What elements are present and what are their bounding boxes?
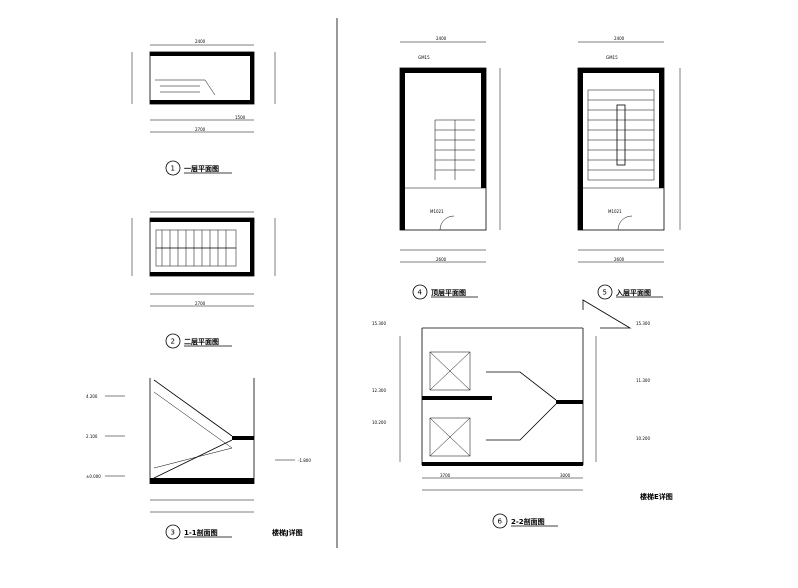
plan-1-dim-right-text: 1500	[235, 115, 246, 120]
section-3-level-b-text: 2.100	[86, 434, 98, 439]
section-3-handrail-upper	[153, 391, 233, 449]
section-6-window-cross	[429, 417, 471, 457]
section-3-ground-slab	[150, 478, 254, 484]
section-3-drawing: 4.200 2.100 ±0.000 -1.800 3 1-1剖面图 楼梯J详图	[86, 378, 311, 540]
plan-1-wall-top	[150, 52, 254, 56]
plan-5-wall-left	[578, 68, 583, 230]
plan-5-gm-label: GM15	[606, 55, 618, 60]
plan-1-drawing: 2400 2700 1500 1 一层平面图	[131, 39, 276, 176]
section-3-level-c-text: ±0.000	[86, 474, 101, 479]
section-3-view-title: 1-1剖面图	[184, 528, 218, 537]
section-6-view-title: 2-2剖面图	[511, 517, 545, 526]
plan-4-dim-bottom-text: 2600	[436, 257, 447, 262]
section-3-handrail-lower	[153, 447, 233, 469]
plan-5-wall-top	[578, 68, 664, 73]
plan-5-dim-top-text: 2400	[614, 36, 625, 41]
section-3-flight-lower	[153, 439, 233, 479]
section-6-ground-slab	[422, 462, 583, 466]
plan-5-stair-area	[587, 89, 655, 181]
section-6-level-d-text: 15.300	[636, 321, 650, 326]
plan-2-dim-bottom-text: 2700	[195, 301, 206, 306]
section-6-drawing: 15.300 12.300 10.200 15.300 11.300 10.20…	[372, 299, 673, 529]
plan-1-dim-top-text: 2400	[195, 39, 206, 44]
plan-5-well	[616, 104, 626, 166]
section-3-level-d-text: -1.800	[298, 458, 311, 463]
section-3-landing	[232, 436, 254, 440]
plan-1-view-number: 1	[171, 165, 175, 173]
plan-2-view-number: 2	[171, 338, 175, 346]
plan-1-wall-right	[250, 52, 254, 104]
plan-5-door-label: M1021	[608, 209, 622, 214]
section-6-level-f-text: 10.200	[636, 436, 650, 441]
section-3-level-a-text: 4.200	[86, 394, 98, 399]
plan-1-outline	[149, 51, 255, 105]
section-3-drawing-note: 楼梯J详图	[272, 528, 303, 537]
section-6-window-cross	[429, 351, 471, 391]
plan-5-wall-right	[659, 68, 664, 188]
section-6-drawing-note: 楼梯E详图	[640, 492, 673, 501]
section-6-parapet	[582, 299, 632, 329]
section-6-flight-upper	[486, 371, 557, 401]
plan-2-wall-right	[250, 218, 254, 276]
section-6-dim-a-text: 3700	[440, 473, 451, 478]
plan-4-door-label: M1021	[430, 209, 444, 214]
section-6-flight-lower	[486, 403, 557, 441]
plan-4-outline	[399, 67, 487, 231]
plan-5-dim-bottom-text: 2600	[614, 257, 625, 262]
section-6-window-lower	[429, 417, 471, 457]
plan-2-wall-top	[150, 218, 254, 222]
plan-5-view-number: 5	[603, 289, 607, 297]
plan-4-door-swing	[439, 215, 455, 231]
plan-4-wall-right	[481, 68, 486, 188]
plan-1-view-title: 一层平面图	[184, 164, 219, 173]
plan-1-dim-bottom-text: 2700	[195, 127, 206, 132]
plan-4-view-title: 顶层平面图	[431, 288, 466, 297]
section-6-level-c-text: 10.200	[372, 420, 386, 425]
section-6-landing	[556, 400, 583, 404]
plan-5-outline	[577, 67, 665, 231]
plan-5-door-swing	[617, 215, 633, 231]
plan-1-stair-break	[204, 79, 216, 96]
plan-2-view-marker	[165, 333, 181, 349]
plan-4-view-marker	[412, 284, 428, 300]
section-6-level-a-text: 15.300	[372, 321, 386, 326]
plan-5-view-marker	[597, 284, 613, 300]
plan-4-gm-label: GM15	[418, 55, 430, 60]
plan-4-drawing: M1021 GM15 2400 2600 4 顶层平面图	[399, 36, 501, 300]
plan-1-wall-bottom	[150, 100, 254, 104]
plan-4-view-number: 4	[418, 289, 423, 297]
plan-1-view-marker	[165, 160, 181, 176]
section-6-window-upper	[429, 351, 471, 391]
plan-4-wall-left	[400, 68, 405, 230]
section-6-view-marker	[492, 513, 508, 529]
plan-4-wall-top	[400, 68, 486, 73]
plan-2-wall-bottom	[150, 272, 254, 276]
section-3-flight-upper	[153, 379, 233, 437]
section-3-view-marker	[165, 524, 181, 540]
plan-5-view-title: 入层平面图	[615, 288, 651, 297]
plan-2-drawing: 2700 2 二层平面图	[131, 211, 276, 349]
section-6-view-number: 6	[498, 518, 503, 526]
plan-4-dim-top-text: 2400	[436, 36, 447, 41]
section-6-level-b-text: 12.300	[372, 388, 386, 393]
section-6-level-e-text: 11.300	[636, 378, 650, 383]
section-6-floor-slab	[422, 396, 492, 400]
plan-2-view-title: 二层平面图	[184, 337, 219, 346]
section-3-view-number: 3	[171, 529, 175, 537]
plan-5-drawing: M1021 GM15 2400 2600 5 入层平面图	[577, 36, 681, 300]
section-6-dim-b-text: 3000	[560, 473, 571, 478]
